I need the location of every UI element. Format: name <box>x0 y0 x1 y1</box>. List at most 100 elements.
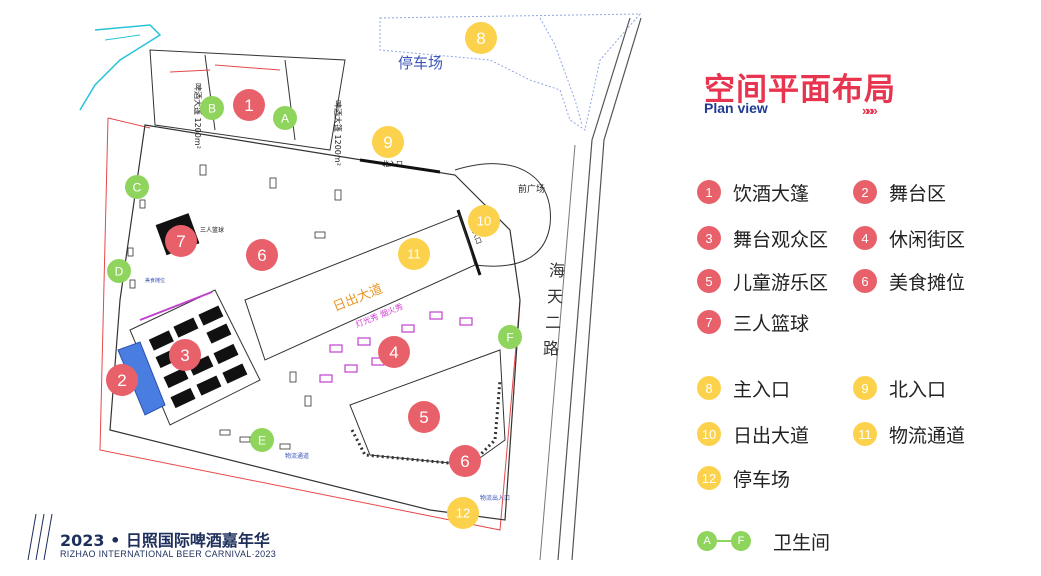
zone-marker-7-label: 7 <box>176 232 185 251</box>
legend-item-6-dot: 6 <box>853 269 877 293</box>
legend-item-5: 5 儿童游乐区 <box>697 267 828 295</box>
road-label-1: 海 <box>549 261 565 280</box>
front-plaza <box>454 163 551 267</box>
site-boundary <box>99 117 521 531</box>
legend-item-4-label: 休闲街区 <box>889 228 966 251</box>
legend-item-5-label: 儿童游乐区 <box>733 271 829 294</box>
stage <box>117 341 166 416</box>
legend-item-1: 1 饮酒大篷 <box>697 178 809 206</box>
legend-item-8-label: 主入口 <box>733 378 791 401</box>
toilet-marker-e <box>250 428 274 452</box>
legend-item-2-label: 舞台区 <box>889 182 947 205</box>
parking-diag <box>539 17 583 126</box>
tent-area <box>149 49 346 151</box>
front-plaza-label: 前广场 <box>518 183 545 195</box>
legend-item-12: 12 停车场 <box>697 464 790 492</box>
legend-item-2: 2 舞台区 <box>853 178 946 206</box>
parking-label: 停车场 <box>398 54 443 72</box>
zone-marker-3-label: 3 <box>180 346 189 365</box>
food-stall-label: 美食摊位 <box>145 277 165 284</box>
legend-item-6: 6 美食摊位 <box>853 267 965 295</box>
legend-item-1-label: 饮酒大篷 <box>733 182 810 205</box>
legend-toilet-range-line <box>717 540 731 542</box>
toilet-marker-b <box>200 96 224 120</box>
zone-marker-3 <box>169 339 201 371</box>
legend-item-7-label: 三人篮球 <box>733 312 810 335</box>
legend-item-3-label: 舞台观众区 <box>733 228 829 251</box>
toilet-marker-f <box>498 325 522 349</box>
entry-marker-11-label: 11 <box>407 247 421 262</box>
road-edge-1 <box>557 17 631 561</box>
legend-item-10: 10 日出大道 <box>697 420 809 448</box>
legend-item-1-dot: 1 <box>697 180 721 204</box>
legend-item-10-dot: 10 <box>697 422 721 446</box>
zone-marker-1 <box>233 89 265 121</box>
main-site-outline <box>109 124 521 521</box>
entry-marker-8-label: 8 <box>476 29 485 48</box>
tent2-label: 啤酒大篷 1200m² <box>333 100 343 166</box>
basketball-label: 三人篮球 <box>200 226 224 234</box>
river-line <box>79 24 162 111</box>
site-boundary-top <box>107 117 151 129</box>
zone-marker-2 <box>106 364 138 396</box>
zone-marker-2-label: 2 <box>117 371 126 390</box>
footer-title: 2023 • 日照国际啤酒嘉年华 <box>60 531 270 550</box>
legend-item-12-dot: 12 <box>697 466 721 490</box>
toilet-marker-d-label: D <box>115 264 124 278</box>
zone-marker-4 <box>378 336 410 368</box>
legend-item-8: 8 主入口 <box>697 374 790 402</box>
sunrise-avenue-label: 日出大道 <box>331 282 385 315</box>
zone-marker-5 <box>408 401 440 433</box>
north-entrance-label: 北入口 <box>382 160 403 168</box>
road-label-4: 路 <box>543 339 559 358</box>
legend-item-9: 9 北入口 <box>853 374 946 402</box>
toilet-marker-b-label: B <box>208 101 216 115</box>
legend-item-7-dot: 7 <box>697 310 721 334</box>
entry-marker-11 <box>398 238 430 270</box>
entry-marker-10-label: 10 <box>477 214 491 229</box>
sunrise-avenue <box>244 214 476 361</box>
zone-marker-4-label: 4 <box>389 343 398 362</box>
toilet-marker-d <box>107 259 131 283</box>
stage-frame <box>139 291 213 321</box>
logistics-road-label: 物流通道 <box>285 452 309 460</box>
toilet-marker-c <box>125 175 149 199</box>
river-line-2 <box>104 34 141 41</box>
title-arrows-icon: »»» <box>862 103 878 118</box>
legend-item-2-dot: 2 <box>853 180 877 204</box>
legend-item-6-label: 美食摊位 <box>889 271 966 294</box>
legend-item-7: 7 三人篮球 <box>697 308 809 336</box>
zone-marker-1-label: 1 <box>244 96 253 115</box>
zone-marker-6-label: 6 <box>460 452 469 471</box>
toilet-marker-e-label: E <box>258 433 266 447</box>
legend-item-11: 11 物流通道 <box>853 420 965 448</box>
legend-item-10-label: 日出大道 <box>733 424 810 447</box>
road-label-2: 天 <box>547 287 563 306</box>
legend-toilet-a-dot: A <box>697 531 717 551</box>
toilet-marker-a-label: A <box>281 111 289 125</box>
legend-item-12-label: 停车场 <box>733 468 791 491</box>
page-subtitle: Plan view <box>704 100 768 116</box>
legend-item-3: 3 舞台观众区 <box>697 224 828 252</box>
zone-marker-6 <box>449 445 481 477</box>
road-edge-2 <box>571 17 642 561</box>
toilet-marker-a <box>273 106 297 130</box>
legend-item-4-dot: 4 <box>853 226 877 250</box>
footer-stripes-icon <box>27 513 53 561</box>
legend-item-3-dot: 3 <box>697 226 721 250</box>
legend-item-9-label: 北入口 <box>889 378 947 401</box>
legend-item-5-dot: 5 <box>697 269 721 293</box>
entry-marker-12-label: 12 <box>456 506 470 521</box>
zone-marker-6 <box>246 239 278 271</box>
road-edge-3 <box>539 144 576 561</box>
entry-marker-9-label: 9 <box>383 133 392 152</box>
legend-item-9-dot: 9 <box>853 376 877 400</box>
legend-item-11-label: 物流通道 <box>889 424 966 447</box>
legend-toilet-f-dot: F <box>731 531 751 551</box>
light-show-label: 灯光秀 烟火秀 <box>354 301 405 329</box>
footer-subtitle: RIZHAO INTERNATIONAL BEER CARNIVAL·2023 <box>60 549 277 559</box>
legend-item-11-dot: 11 <box>853 422 877 446</box>
food-booths <box>127 164 342 450</box>
legend-item-8-dot: 8 <box>697 376 721 400</box>
